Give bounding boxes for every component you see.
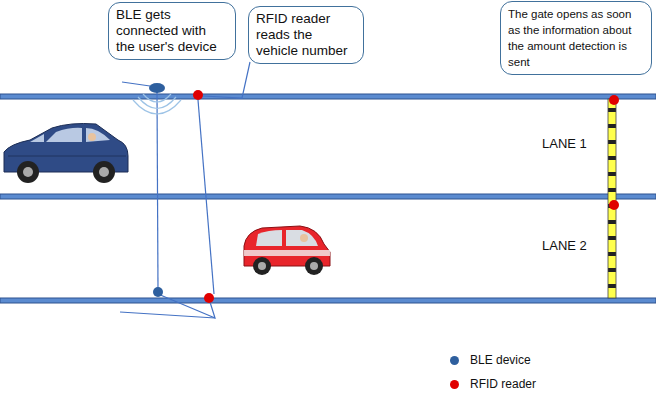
callout-box: BLE gets connected with the user's devic… — [108, 2, 236, 60]
lane-label: LANE 1 — [542, 136, 587, 151]
lane-label: LANE 2 — [542, 238, 587, 253]
ble-device — [149, 83, 165, 93]
gate-rfid-dot — [609, 95, 619, 105]
gate-bar — [608, 99, 616, 298]
callout-text: RFID reader reads the vehicle number — [256, 11, 356, 59]
legend-swatch — [450, 356, 459, 365]
legend-text: RFID reader — [470, 377, 536, 391]
rfid-reader — [193, 90, 203, 100]
sensor-wires — [120, 62, 250, 318]
gate-rfid-dot — [609, 200, 619, 210]
legend-swatch — [450, 380, 459, 389]
ble-device — [153, 287, 163, 297]
legend-text: BLE device — [470, 353, 531, 367]
ble-waves — [133, 94, 181, 114]
callout-box: RFID reader reads the vehicle number — [248, 6, 364, 64]
callout-box: The gate opens as soon as the informatio… — [500, 1, 652, 75]
lane-lines — [0, 94, 656, 303]
red-car — [244, 226, 330, 275]
callout-text: BLE gets connected with the user's devic… — [116, 7, 228, 55]
blue-car — [4, 124, 128, 184]
rfid-reader — [204, 293, 214, 303]
callout-text: The gate opens as soon as the informatio… — [508, 6, 644, 70]
